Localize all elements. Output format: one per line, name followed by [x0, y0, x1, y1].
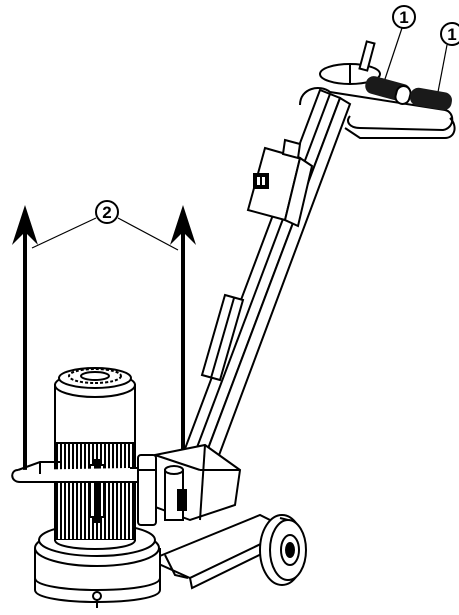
callout-1a-label: 1	[399, 8, 408, 27]
motor	[54, 367, 136, 550]
cable-guide	[200, 293, 245, 382]
handle-grip-right	[410, 87, 452, 111]
callout-2: 2	[95, 200, 119, 224]
motor-side-unit	[137, 454, 157, 526]
wheel	[259, 514, 307, 586]
callout-2-label: 2	[102, 203, 111, 222]
lift-arrow-left	[12, 205, 38, 470]
gearbox	[148, 443, 242, 522]
handle-grip-left	[365, 76, 412, 105]
callout-2-leaders	[31, 217, 179, 251]
lift-arrow-right	[170, 205, 196, 470]
callout-1b-label: 1	[447, 25, 456, 44]
callout-1b: 1	[437, 22, 459, 93]
control-box	[246, 138, 314, 228]
callout-1a: 1	[383, 5, 416, 83]
